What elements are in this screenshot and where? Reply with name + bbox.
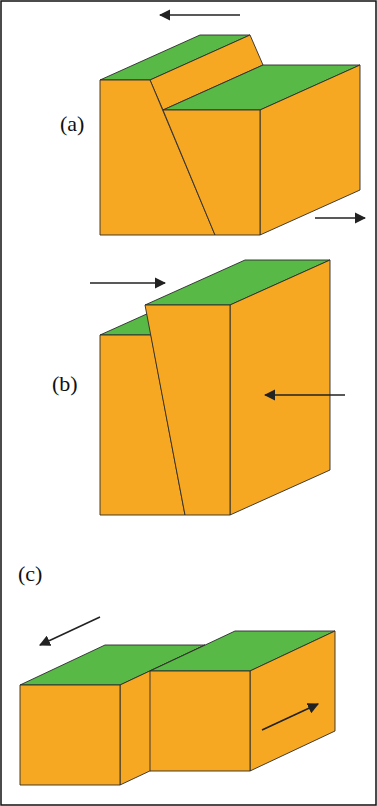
strike-slip-block: [20, 617, 335, 785]
motion-arrow: [90, 282, 165, 284]
motion-arrow: [265, 394, 345, 396]
left-block-front: [20, 685, 120, 785]
motion-arrow: [40, 617, 100, 645]
right-block-front: [150, 671, 250, 771]
panel-label: (a): [60, 112, 84, 136]
hanging-wall-front: [145, 305, 230, 515]
panel-label: (b): [52, 372, 78, 396]
motion-arrow: [160, 14, 240, 16]
reverse-fault-block: [90, 260, 345, 515]
panel-label: (c): [18, 562, 42, 586]
hanging-wall-side: [230, 260, 330, 515]
normal-fault-block: [100, 15, 365, 235]
hanging-wall-front: [163, 110, 260, 235]
hanging-wall-side: [260, 65, 360, 235]
motion-arrow: [262, 704, 318, 730]
right-block-side: [250, 631, 335, 771]
motion-arrow: [315, 217, 365, 219]
